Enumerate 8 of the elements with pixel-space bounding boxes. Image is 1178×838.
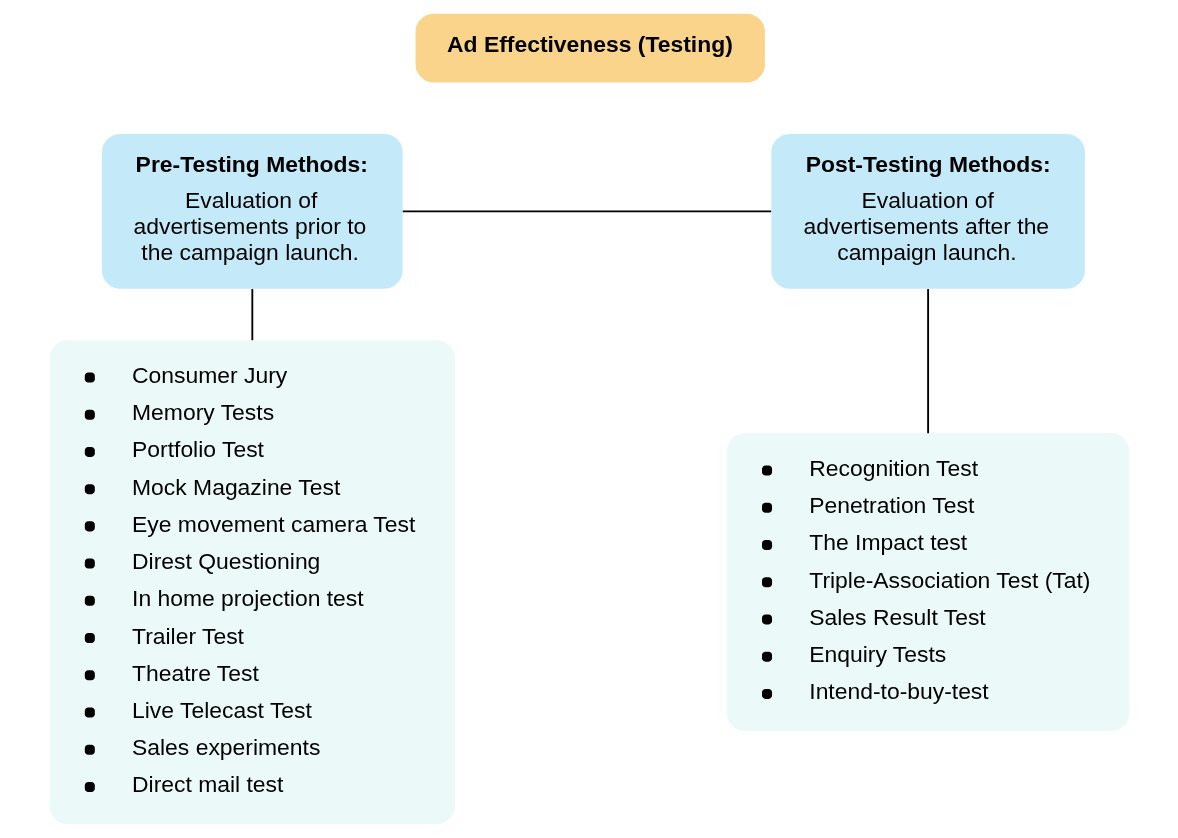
node-box: Post-Testing Methods: Evaluation of advertisements after the campaign launch. — [770, 134, 1085, 289]
connector — [926, 288, 929, 435]
node-box: Pre-Testing Methods: Evaluation of advertisements prior to the campaign launch. — [101, 134, 403, 289]
connector — [401, 210, 772, 213]
node-box: Consumer Jury Memory Tests Portfolio Test Mock Magazine Test Eye movement camera Test Direst Questioning In home projection test Trailer Test Theatre Test Live Telecast Test Sales experiments Direct mail test — [49, 340, 455, 825]
connector — [250, 288, 253, 342]
node-box: Recognition Test Penetration Test The Impact test Triple-Association Test (Tat) Sales Result Test Enquiry Tests Intend-to-buy-test — [726, 433, 1129, 732]
node-box: Ad Effectiveness (Testing) — [415, 13, 765, 83]
